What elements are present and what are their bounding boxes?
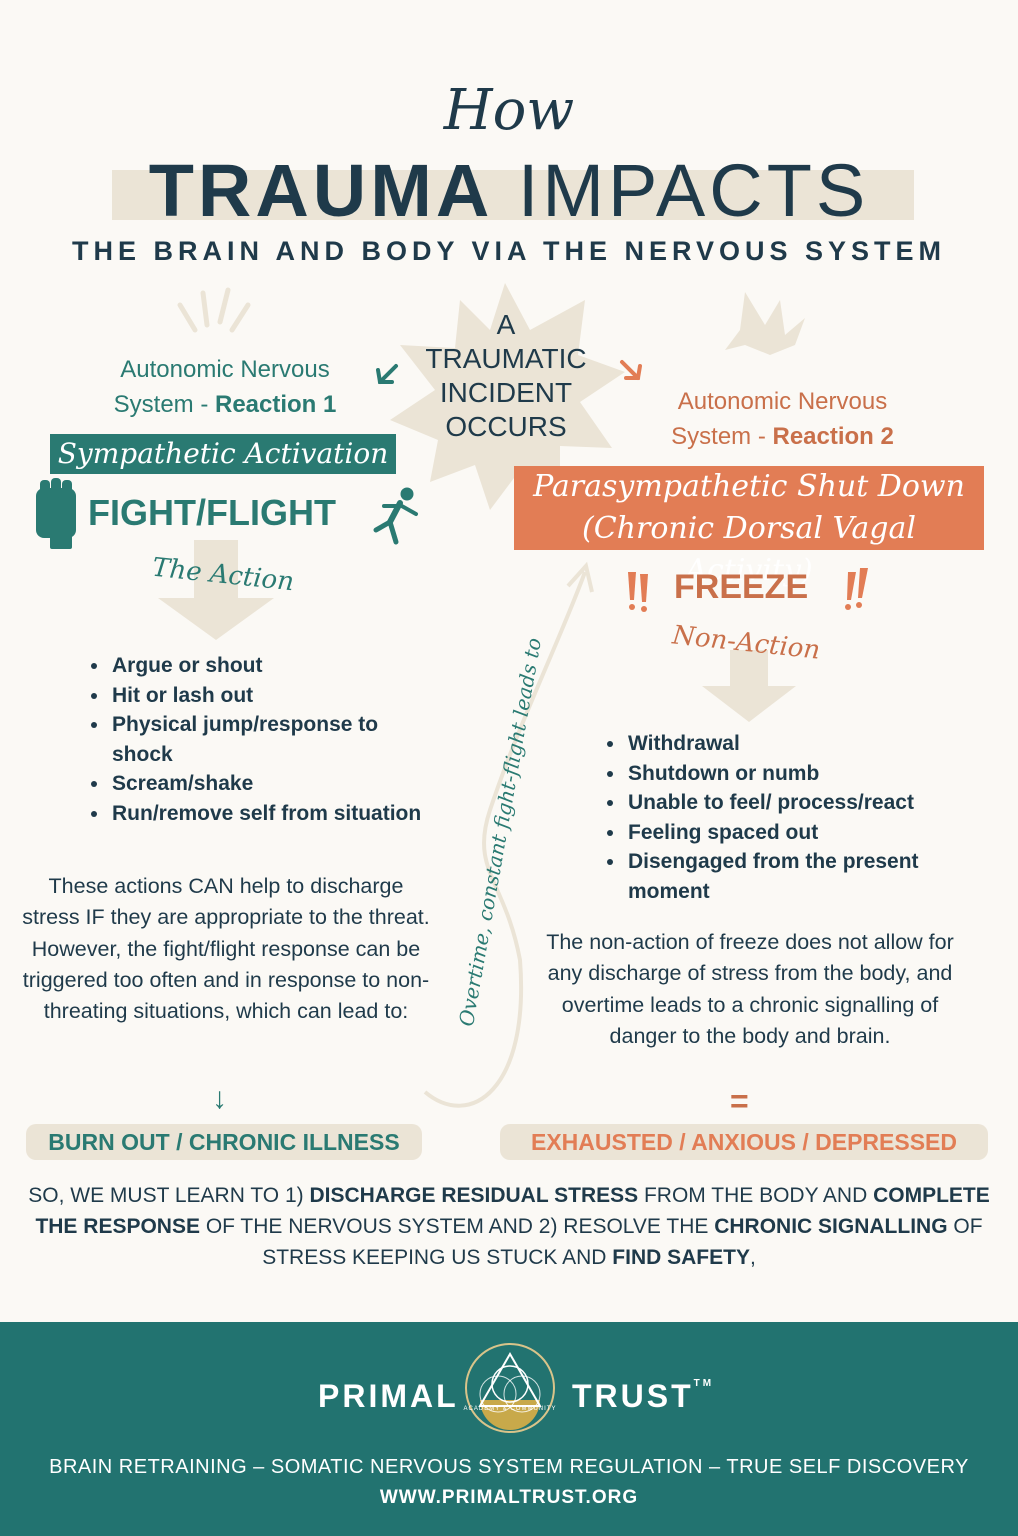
freeze-paragraph: The non-action of freeze does not allow …: [546, 930, 954, 1048]
list-item: Run/remove self from situation: [110, 799, 430, 829]
conclusion-text: SO, WE MUST LEARN TO 1) DISCHARGE RESIDU…: [20, 1180, 998, 1273]
list-item: Disengaged from the present moment: [626, 847, 986, 906]
banner-line1: Parasympathetic Shut Down: [533, 469, 965, 504]
banner-line2: (Chronic Dorsal Vagal Activity): [582, 511, 916, 588]
burnout-result: BURN OUT / CHRONIC ILLNESS: [26, 1124, 422, 1160]
conclusion-part: OF THE NERVOUS SYSTEM AND 2) RESOLVE THE: [199, 1215, 715, 1238]
fight-flight-list: Argue or shout Hit or lash out Physical …: [88, 651, 430, 828]
list-item: Withdrawal: [626, 729, 986, 759]
title-light: IMPACTS: [517, 149, 870, 232]
exhausted-result: EXHAUSTED / ANXIOUS / DEPRESSED: [500, 1124, 988, 1160]
freeze-title: FREEZE: [674, 568, 809, 606]
conclusion-bold: FIND SAFETY: [612, 1246, 750, 1269]
curve-arrowhead-icon: [566, 561, 594, 593]
reaction1-line2: System - Reaction 1: [60, 387, 390, 422]
brand-trust: TRUSTTM: [572, 1378, 714, 1415]
fight-flight-paragraph: These actions CAN help to discharge stre…: [22, 874, 430, 1024]
incident-line1: A: [496, 309, 516, 340]
footer-url-link[interactable]: WWW.PRIMALTRUST.ORG: [379, 1487, 639, 1508]
incident-label: A TRAUMATIC INCIDENT OCCURS: [400, 308, 612, 444]
title-highlight: [112, 170, 914, 220]
reaction1-prefix: System -: [113, 391, 215, 418]
reaction2-prefix: System -: [671, 423, 773, 450]
reaction2-line2: System - Reaction 2: [620, 419, 945, 454]
page-subtitle: THE BRAIN AND BODY VIA THE NERVOUS SYSTE…: [71, 236, 947, 266]
conclusion-part: SO, WE MUST LEARN TO 1): [28, 1184, 310, 1207]
conclusion-part: FROM THE BODY AND: [638, 1184, 874, 1207]
spark-right-icon: [725, 292, 805, 355]
incident-line2: TRAUMATIC: [425, 343, 587, 374]
title-how: How: [443, 78, 575, 143]
title-bold: TRAUMA: [148, 149, 494, 232]
list-item: Scream/shake: [110, 769, 430, 799]
running-person-icon: [373, 487, 418, 545]
conclusion-bold: COMPLETE THE RESPONSE: [35, 1184, 990, 1238]
fist-icon: [36, 478, 76, 549]
reaction1-line1: Autonomic Nervous: [120, 356, 330, 383]
conclusion-bold: DISCHARGE RESIDUAL STRESS: [309, 1184, 639, 1207]
list-item: Shutdown or numb: [626, 759, 986, 789]
incident-line3: INCIDENT: [439, 377, 573, 408]
equals-icon: =: [730, 1083, 749, 1119]
list-item: Physical jump/response to shock: [110, 710, 430, 769]
conclusion-part: OF STRESS KEEPING US STUCK AND: [262, 1215, 983, 1269]
trademark: TM: [693, 1378, 715, 1389]
arrow-right-icon: [620, 360, 642, 380]
logo-ring-text: ACADEMY & COMMUNITY: [463, 1406, 557, 1412]
brand-primal: PRIMAL: [318, 1378, 459, 1414]
down-arrow-left-icon: [158, 540, 274, 640]
spark-left-icon: [177, 287, 251, 333]
list-item: Unable to feel/ process/react: [626, 788, 986, 818]
fight-flight-title: FIGHT/FLIGHT: [88, 492, 336, 533]
curve-arrow-icon: [423, 571, 587, 1108]
brand-trust-text: TRUST: [572, 1378, 694, 1414]
burst-icon: [390, 283, 625, 510]
page-title: TRAUMA IMPACTS: [0, 148, 1018, 233]
arrow-left-icon: [376, 364, 398, 384]
reaction2-bold: Reaction 2: [772, 423, 894, 450]
freeze-list: Withdrawal Shutdown or numb Unable to fe…: [604, 729, 986, 906]
down-arrow-icon: ↓: [212, 1082, 227, 1115]
reaction1-bold: Reaction 1: [214, 391, 337, 418]
incident-line4: OCCURS: [445, 411, 567, 442]
sympathetic-banner: Sympathetic Activation: [50, 434, 396, 474]
list-item: Feeling spaced out: [626, 818, 986, 848]
list-item: Hit or lash out: [110, 681, 430, 711]
reaction2-heading: Autonomic Nervous System - Reaction 2: [620, 384, 945, 454]
list-item: Argue or shout: [110, 651, 430, 681]
decoration-layer: [36, 283, 868, 1108]
parasympathetic-banner: Parasympathetic Shut Down (Chronic Dorsa…: [514, 466, 984, 588]
footer-tagline: BRAIN RETRAINING – SOMATIC NERVOUS SYSTE…: [49, 1456, 969, 1478]
exclamation-icon: [628, 568, 868, 612]
down-arrow-right-icon: [702, 650, 796, 722]
reaction1-heading: Autonomic Nervous System - Reaction 1: [60, 352, 390, 422]
conclusion-bold: CHRONIC SIGNALLING: [714, 1215, 948, 1238]
logo-icon: [465, 1343, 555, 1433]
reaction2-line1: Autonomic Nervous: [677, 388, 888, 415]
conclusion-part: ,: [749, 1246, 756, 1269]
